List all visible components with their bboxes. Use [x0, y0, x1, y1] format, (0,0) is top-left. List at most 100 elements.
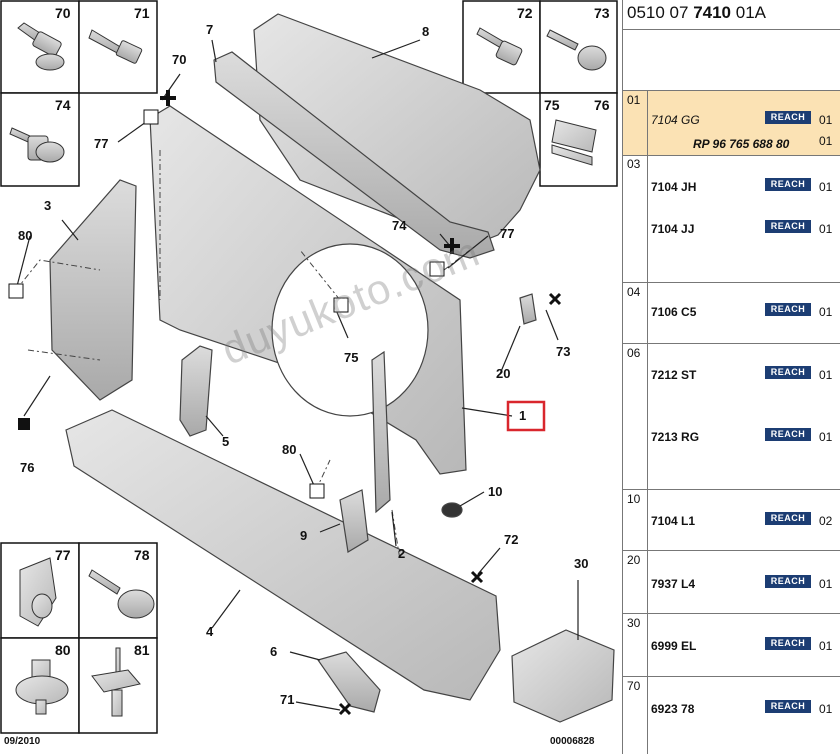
- callout-70[interactable]: 70: [172, 52, 187, 67]
- part-7-strip: [213, 51, 495, 259]
- header-part-number: 7410: [693, 3, 732, 22]
- group-30[interactable]: 30 6999 EL REACH 01: [623, 614, 840, 677]
- callout-5[interactable]: 5: [222, 434, 230, 449]
- group-number: 06: [627, 346, 641, 360]
- reach-badge: REACH: [765, 637, 811, 650]
- callout-7[interactable]: 7: [206, 22, 214, 37]
- part-2-strip: [371, 350, 391, 514]
- reach-badge: REACH: [765, 575, 811, 588]
- group-number: 03: [627, 157, 641, 171]
- part-30-kit: [511, 629, 615, 723]
- box-label-71: 71: [134, 5, 150, 21]
- bolt-icon: [17, 22, 65, 71]
- group-01[interactable]: 01 7104 GG REACH 01 RP 96 765 688 80 01: [623, 90, 840, 156]
- box-78: [78, 542, 158, 639]
- callout-8[interactable]: 8: [422, 24, 430, 39]
- cross-marker-74: [444, 238, 460, 254]
- quantity: 01: [819, 577, 833, 591]
- part-code[interactable]: 7104 JH: [651, 180, 697, 194]
- part-8-cover: [253, 13, 541, 247]
- part-3-deflector: [49, 179, 137, 401]
- callout-2[interactable]: 2: [398, 546, 406, 561]
- bolt-icon: [9, 127, 65, 163]
- quantity: 02: [819, 514, 833, 528]
- panel-header: 0510 07 7410 01A: [623, 0, 840, 30]
- bolt-icon: [476, 27, 523, 66]
- box-label-73: 73: [594, 5, 610, 21]
- group-10[interactable]: 10 7104 L1 REACH 02: [623, 490, 840, 551]
- push-clip-icon: [15, 659, 69, 715]
- reach-badge: REACH: [765, 178, 811, 191]
- callout-30[interactable]: 30: [574, 556, 589, 571]
- box-label-72: 72: [517, 5, 533, 21]
- quantity: 01: [819, 180, 833, 194]
- header-prefix: 0510 07: [627, 3, 694, 22]
- clip-icon: [19, 557, 57, 627]
- callout-75[interactable]: 75: [344, 350, 359, 365]
- screw-icon: [88, 29, 143, 64]
- box-label-78: 78: [134, 547, 150, 563]
- part-code[interactable]: 7937 L4: [651, 577, 696, 591]
- connector-76-marker: [18, 418, 30, 430]
- callout-72[interactable]: 72: [504, 532, 519, 547]
- callout-71[interactable]: 71: [280, 692, 295, 707]
- box-label-77: 77: [55, 547, 71, 563]
- group-number: 30: [627, 616, 641, 630]
- reach-badge: REACH: [765, 111, 811, 124]
- part-code[interactable]: 7106 C5: [651, 305, 697, 319]
- callout-73[interactable]: 73: [556, 344, 571, 359]
- part-code[interactable]: 6999 EL: [651, 639, 697, 653]
- cross-marker-70: [160, 90, 176, 106]
- callout-9[interactable]: 9: [300, 528, 308, 543]
- callout-4[interactable]: 4: [206, 624, 214, 639]
- box-label-81: 81: [134, 642, 150, 658]
- part-code[interactable]: 7104 GG: [651, 113, 700, 127]
- screw-icon: [88, 569, 155, 619]
- callout-10[interactable]: 10: [488, 484, 503, 499]
- callout-20[interactable]: 20: [496, 366, 511, 381]
- part-code[interactable]: 7104 JJ: [651, 222, 695, 236]
- ref-quantity: 01: [819, 134, 833, 148]
- quantity: 01: [819, 430, 833, 444]
- replacement-ref[interactable]: RP 96 765 688 80: [693, 137, 790, 151]
- part-code[interactable]: 7104 L1: [651, 514, 696, 528]
- fan-opening: [271, 243, 429, 417]
- callout-74[interactable]: 74: [392, 218, 407, 233]
- callout-76[interactable]: 76: [20, 460, 35, 475]
- reach-badge: REACH: [765, 700, 811, 713]
- group-04[interactable]: 04 7106 C5 REACH 01: [623, 283, 840, 344]
- group-20[interactable]: 20 7937 L4 REACH 01: [623, 551, 840, 614]
- part-code[interactable]: 7212 ST: [651, 368, 697, 382]
- callout-1[interactable]: 1: [519, 408, 527, 423]
- part-code[interactable]: 7213 RG: [651, 430, 700, 444]
- reach-badge: REACH: [765, 512, 811, 525]
- parts-diagram: 70 71 74 72 73 75 76 77 78 80 81 1 2 3 4…: [0, 0, 618, 747]
- footer-code: 00006828: [550, 736, 595, 747]
- highlight-box-part-1: [506, 400, 546, 432]
- part-10-pad: [441, 502, 463, 518]
- callout-80[interactable]: 80: [18, 228, 33, 243]
- part-9-bracket: [339, 489, 369, 553]
- screw-icon: [546, 29, 607, 71]
- quantity: 01: [819, 368, 833, 382]
- part-20-clip: [519, 293, 537, 325]
- group-06[interactable]: 06 7212 ST REACH 01 7213 RG REACH 01: [623, 344, 840, 490]
- box-label-80: 80: [55, 642, 71, 658]
- box-label-70: 70: [55, 5, 71, 21]
- callout-77b[interactable]: 77: [500, 226, 515, 241]
- callout-6[interactable]: 6: [270, 644, 278, 659]
- diagram-drawing: [0, 0, 618, 734]
- part-code[interactable]: 6923 78: [651, 702, 695, 716]
- box-label-75: 75: [544, 97, 560, 113]
- reach-badge: REACH: [765, 366, 811, 379]
- callout-80b[interactable]: 80: [282, 442, 297, 457]
- group-70[interactable]: 70 6923 78 REACH 01: [623, 677, 840, 754]
- quantity: 01: [819, 305, 833, 319]
- group-03[interactable]: 03 7104 JH REACH 01 7104 JJ REACH 01: [623, 155, 840, 283]
- callout-77[interactable]: 77: [94, 136, 109, 151]
- footer-date: 09/2010: [4, 736, 41, 747]
- parts-list-panel: 0510 07 7410 01A 01 7104 GG REACH 01 RP …: [622, 0, 840, 754]
- clip-icon: [551, 119, 597, 166]
- callout-3[interactable]: 3: [44, 198, 52, 213]
- group-number: 04: [627, 285, 641, 299]
